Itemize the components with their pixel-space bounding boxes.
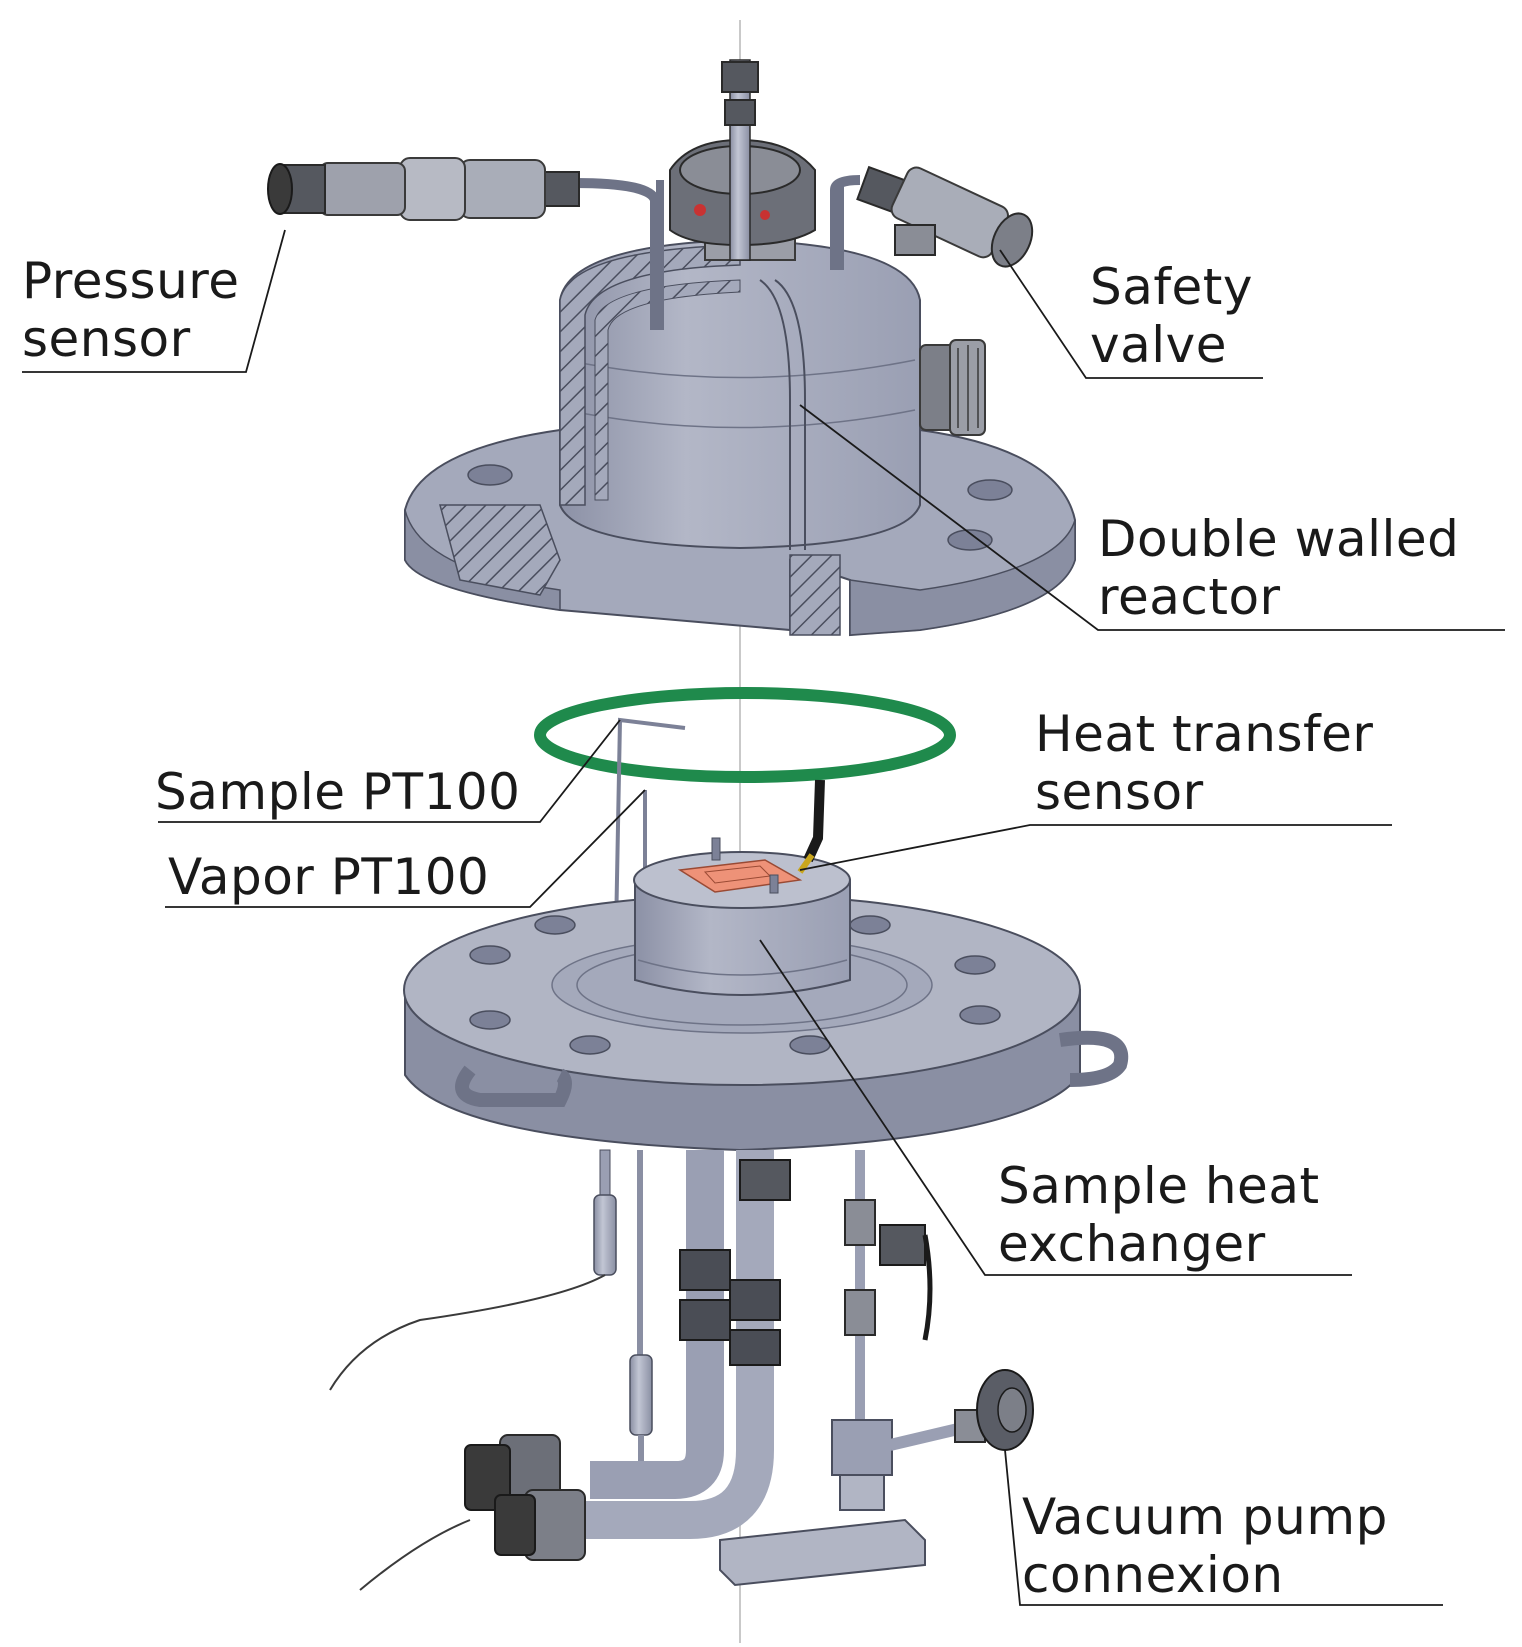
label-vacuum-pump-connexion-line2: connexion <box>1022 1546 1284 1604</box>
label-pressure-sensor-line1: Pressure <box>22 252 240 310</box>
label-heat-transfer-sensor: Heat transfer sensor <box>1035 705 1373 821</box>
label-double-walled-reactor-line1: Double walled <box>1098 510 1460 568</box>
label-safety-valve-line1: Safety <box>1090 258 1253 316</box>
label-vacuum-pump-connexion-line1: Vacuum pump <box>1022 1488 1388 1546</box>
leader-sample-heat-exchanger <box>759 939 1352 1276</box>
label-safety-valve: Safety valve <box>1090 258 1253 374</box>
leader-vapor-pt100 <box>165 789 646 908</box>
label-safety-valve-line2: valve <box>1090 316 1227 374</box>
leader-heat-transfer-sensor <box>799 824 1392 871</box>
label-sample-heat-exchanger: Sample heat exchanger <box>998 1157 1320 1273</box>
label-vapor-pt100: Vapor PT100 <box>168 848 489 906</box>
bottom-feedthroughs <box>329 1149 1034 1591</box>
label-sample-pt100-text: Sample PT100 <box>155 763 521 821</box>
label-sample-pt100: Sample PT100 <box>155 763 521 821</box>
leader-pressure-sensor <box>22 229 286 373</box>
label-vacuum-pump-connexion: Vacuum pump connexion <box>1022 1488 1388 1604</box>
safety-valve <box>830 165 1034 270</box>
label-heat-transfer-sensor-line2: sensor <box>1035 763 1204 821</box>
label-pressure-sensor: Pressure sensor <box>22 252 240 368</box>
leader-vacuum-pump-connexion <box>1004 1449 1443 1606</box>
label-double-walled-reactor-line2: reactor <box>1098 568 1281 626</box>
label-vapor-pt100-text: Vapor PT100 <box>168 848 490 906</box>
flange-handle-left <box>455 1065 572 1107</box>
label-double-walled-reactor: Double walled reactor <box>1098 510 1459 626</box>
label-pressure-sensor-line2: sensor <box>22 310 191 368</box>
leader-sample-pt100 <box>158 719 621 823</box>
leader-double-walled-reactor <box>799 404 1505 631</box>
sample-heat-exchanger <box>633 837 851 996</box>
heat-transfer-sensor-wire <box>803 779 825 863</box>
green-gasket <box>534 687 956 783</box>
label-sample-heat-exchanger-line1: Sample heat <box>998 1157 1320 1215</box>
label-heat-transfer-sensor-line1: Heat transfer <box>1035 705 1374 763</box>
flange-handle-right <box>1059 1030 1129 1087</box>
double-walled-reactor <box>404 59 1076 637</box>
leader-safety-valve <box>999 249 1263 379</box>
valve-handle <box>719 1518 926 1587</box>
leader-lines <box>22 229 1505 1606</box>
label-sample-heat-exchanger-line2: exchanger <box>998 1215 1266 1273</box>
pressure-sensor <box>267 157 660 330</box>
